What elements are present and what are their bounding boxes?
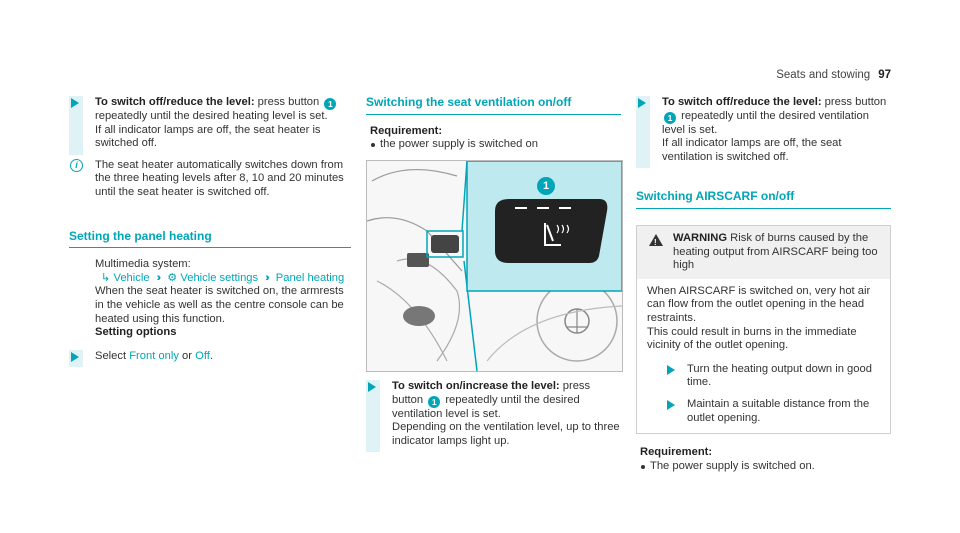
step-arrow-icon xyxy=(368,382,376,392)
menu-path: Multimedia system: ↳ Vehicle ›› ⚙ Vehicl… xyxy=(95,258,345,339)
option-front-only[interactable]: Front only xyxy=(129,349,179,362)
double-chevron-icon: ›› xyxy=(156,271,163,284)
menu-panel-heating[interactable]: Panel heating xyxy=(275,271,345,284)
step-arrow-icon xyxy=(71,98,79,108)
callout-1-icon: 1 xyxy=(664,111,676,124)
menu-vehicle-settings[interactable]: Vehicle settings xyxy=(180,271,259,284)
car-settings-icon: ⚙ xyxy=(167,271,178,284)
menu-return-arrow-icon: ↳ xyxy=(101,271,111,284)
column-2: Switching the seat ventilation on/off Re… xyxy=(366,95,621,152)
door-panel-illustration xyxy=(367,161,622,371)
column-2-lower: To switch on/increase the level: press b… xyxy=(366,380,621,456)
step-arrow-icon xyxy=(638,98,646,108)
info-icon: i xyxy=(70,158,83,172)
figure-callout-1: 1 xyxy=(537,177,555,195)
callout-1-icon: 1 xyxy=(428,395,441,408)
step-switch-off-ventilation: To switch off/reduce the level: press bu… xyxy=(636,96,891,169)
warning-step-1: Turn the heating output down in good tim… xyxy=(647,363,880,390)
section-title-panel-heating: Setting the panel heating xyxy=(69,229,351,249)
warning-step-2: Maintain a suitable distance from the ou… xyxy=(647,398,880,425)
page-number: 97 xyxy=(878,69,891,81)
column-1: To switch off/reduce the level: press bu… xyxy=(69,96,351,371)
warning-header: WARNING Risk of burns caused by the heat… xyxy=(637,225,890,279)
warning-icon xyxy=(649,233,663,250)
section-title-airscarf: Switching AIRSCARF on/off xyxy=(636,190,891,209)
info-note: i The seat heater automatically switches… xyxy=(69,158,351,200)
step-arrow-icon xyxy=(71,351,79,362)
requirement-airscarf: Requirement: The power supply is switche… xyxy=(636,446,891,473)
seat-ventilation-figure: 1 xyxy=(366,160,623,372)
double-chevron-icon: ›› xyxy=(265,271,271,284)
warning-box: WARNING Risk of burns caused by the heat… xyxy=(636,224,891,435)
callout-1-icon: 1 xyxy=(324,98,337,110)
option-off[interactable]: Off xyxy=(195,349,210,362)
step-arrow-icon xyxy=(667,364,675,375)
page-header: Seats and stowing 97 xyxy=(776,69,891,83)
step-select-option: Select Front only or Off. xyxy=(69,349,351,368)
menu-vehicle[interactable]: Vehicle xyxy=(113,271,150,284)
step-arrow-icon xyxy=(667,399,675,410)
step-switch-on-ventilation: To switch on/increase the level: press b… xyxy=(366,380,621,453)
step-switch-off-heating: To switch off/reduce the level: press bu… xyxy=(69,96,351,155)
requirement: Requirement: the power supply is switche… xyxy=(366,125,621,152)
section-title-seat-ventilation: Switching the seat ventilation on/off xyxy=(366,95,621,115)
header-section: Seats and stowing xyxy=(776,69,871,81)
column-3: To switch off/reduce the level: press bu… xyxy=(636,96,891,473)
